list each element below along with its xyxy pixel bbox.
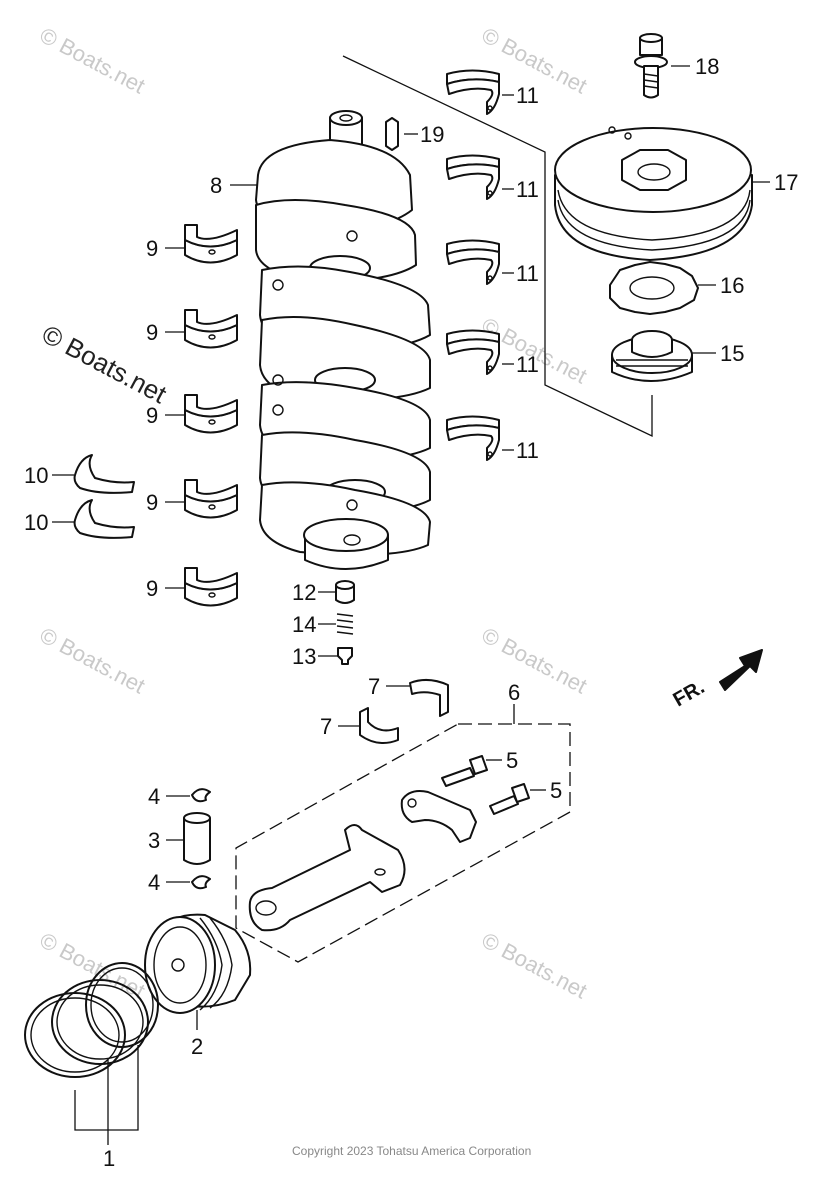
callout-9: 9 (146, 490, 158, 515)
crankshaft (255, 110, 431, 570)
callout-11: 11 (516, 83, 539, 108)
callout-11: 11 (516, 352, 539, 377)
callout-9: 9 (146, 576, 158, 601)
callout-11: 11 (516, 177, 539, 202)
leader-lines (52, 65, 770, 1145)
front-label: FR. (670, 676, 709, 711)
piston-pin-parts (183, 788, 211, 890)
flywheel-pulley (554, 126, 753, 261)
callout-10: 10 (24, 510, 48, 535)
main-bearings (184, 224, 238, 607)
piston-rings (24, 962, 159, 1078)
flywheel-bolt (634, 33, 668, 99)
callout-11: 11 (516, 438, 539, 463)
callout-13: 13 (292, 644, 316, 669)
callout-11: 11 (516, 261, 539, 286)
connecting-rod (248, 824, 406, 932)
callout-4: 4 (148, 784, 160, 809)
callout-3: 3 (148, 828, 160, 853)
callout-6: 6 (508, 680, 520, 705)
callout-labels: 18 19 8 11 11 11 11 11 17 16 15 9 9 9 9 … (24, 54, 798, 1171)
callout-8: 8 (210, 173, 222, 198)
callout-15: 15 (720, 341, 744, 366)
rod-bearings (446, 69, 500, 461)
assembly-bracket (342, 55, 653, 438)
piston (144, 913, 252, 1014)
callout-14: 14 (292, 612, 316, 637)
timing-gear (609, 261, 699, 315)
callout-9: 9 (146, 403, 158, 428)
callout-18: 18 (695, 54, 719, 79)
rod-assembly-bracket (235, 723, 571, 963)
watermark: © Boats.net (478, 622, 592, 698)
watermark: © Boats.net (36, 622, 150, 698)
rod-bolts (441, 755, 530, 815)
oil-plug-parts (335, 580, 355, 665)
copyright-text: Copyright 2023 Tohatsu America Corporati… (292, 1144, 531, 1158)
watermark: © Boats.net (36, 22, 150, 98)
callout-9: 9 (146, 320, 158, 345)
callout-17: 17 (774, 170, 798, 195)
rod-cap (400, 790, 477, 843)
woodruff-key (385, 117, 399, 151)
callout-16: 16 (720, 273, 744, 298)
callout-7: 7 (320, 714, 332, 739)
drive-gear (611, 330, 693, 382)
rod-bearing-halves (359, 679, 449, 745)
callout-5: 5 (506, 748, 518, 773)
callout-2: 2 (191, 1034, 203, 1059)
callout-19: 19 (420, 122, 444, 147)
callout-1: 1 (103, 1146, 115, 1171)
callout-10: 10 (24, 463, 48, 488)
callout-12: 12 (292, 580, 316, 605)
thrust-washers (73, 454, 135, 539)
callout-9: 9 (146, 236, 158, 261)
callout-4: 4 (148, 870, 160, 895)
watermark: © Boats.net (478, 927, 592, 1003)
front-direction-indicator: FR. (670, 649, 763, 711)
callout-5: 5 (550, 778, 562, 803)
callout-7: 7 (368, 674, 380, 699)
